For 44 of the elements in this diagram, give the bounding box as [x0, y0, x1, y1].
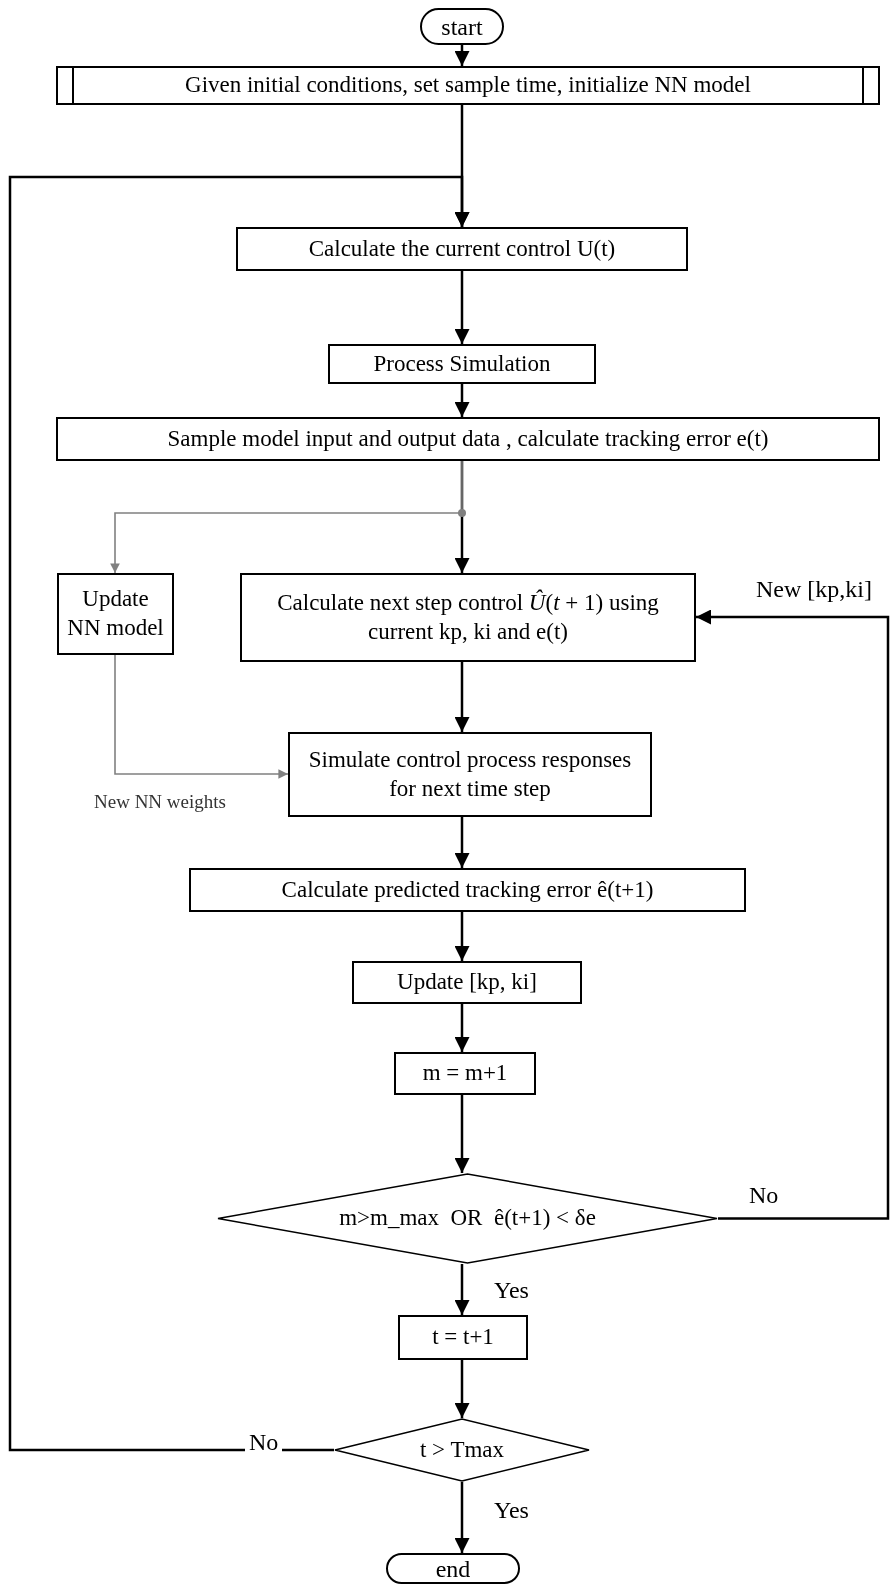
arrow [454, 384, 470, 417]
arrow [454, 817, 470, 868]
arrow [454, 912, 470, 961]
arrow [454, 271, 470, 344]
process-box [189, 868, 746, 912]
arrow [110, 460, 463, 574]
predefined-process-box [56, 66, 880, 105]
arrow [454, 1004, 470, 1052]
arrow [454, 1482, 470, 1553]
arrow [454, 45, 470, 66]
arrow [454, 662, 470, 732]
step-text: Calculate predicted tracking error ê(t+1) [280, 875, 655, 904]
step-text: end [434, 1554, 472, 1584]
step-text: Simulate control process responses for next time step [307, 745, 633, 803]
decision-diamond [334, 1418, 590, 1482]
arrow [696, 609, 890, 1220]
process-box [394, 1052, 536, 1095]
step-text: Process Simulation [372, 349, 552, 378]
process-box [352, 961, 582, 1004]
step-text: Given initial conditions, set sample time, initialize NN model [184, 71, 752, 100]
step-text: t = t+1 [431, 1323, 495, 1352]
arrow [454, 1264, 470, 1315]
step-text: Sample model input and output data , calculate tracking error e(t) [166, 424, 770, 453]
process-box [398, 1315, 528, 1360]
process-box [236, 227, 688, 271]
step-text: t > Tmax [418, 1435, 506, 1464]
process-box [57, 573, 174, 655]
process-box [328, 344, 596, 384]
process-box [56, 417, 880, 461]
arrow [454, 1360, 470, 1418]
process-box [288, 732, 652, 817]
step-text: Calculate the current control U(t) [307, 234, 617, 263]
step-text: Update [kp, ki] [396, 968, 538, 997]
step-text: m>m_max OR ê(t+1) < δe [338, 1204, 597, 1233]
step-text: start [440, 12, 484, 42]
process-box [240, 573, 696, 662]
arrow [8, 175, 470, 1452]
step-text: Calculate next step control Û(t + 1) using current kp, ki and e(t) [276, 588, 660, 646]
input-label: New [kp,ki] [756, 575, 872, 604]
decision-diamond [217, 1173, 718, 1264]
step-text: Update NN model [66, 585, 165, 642]
arrow [454, 1095, 470, 1173]
arrow [114, 654, 289, 779]
step-text: m = m+1 [421, 1059, 509, 1088]
